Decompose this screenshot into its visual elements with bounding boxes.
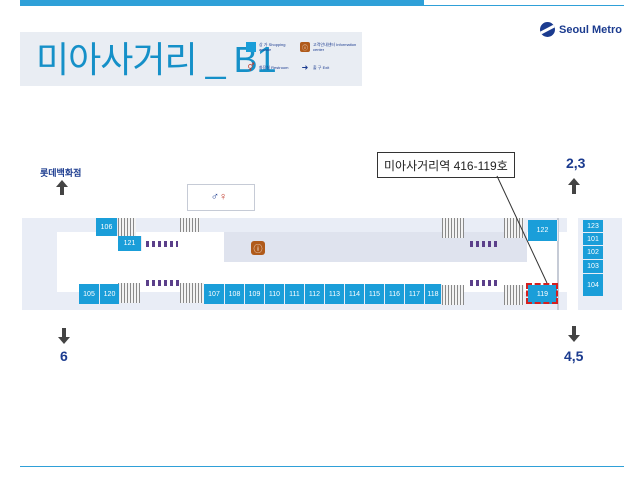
info-center-icon: ⓘ <box>300 42 310 52</box>
exit-up-arrow-icon[interactable] <box>56 180 68 195</box>
legend-label: 상 가 Shopping arcade <box>259 42 286 52</box>
stairway <box>180 283 204 303</box>
highlighted-store-marker <box>526 283 558 304</box>
store-104[interactable]: 104 <box>583 274 603 296</box>
exit-label-4-5: 4,5 <box>564 348 584 364</box>
store-109[interactable]: 109 <box>245 284 265 304</box>
store-113[interactable]: 113 <box>325 284 345 304</box>
header-accent-bar <box>20 0 424 6</box>
stairway <box>442 218 464 238</box>
fare-gates <box>146 241 178 247</box>
map-legend: 상 가 Shopping arcade ⓘ 고객안내센터 Information… <box>246 42 356 82</box>
info-center-icon[interactable]: ⓘ <box>251 241 265 255</box>
store-108[interactable]: 108 <box>225 284 245 304</box>
exit-arrow-icon: ➜ <box>301 62 309 72</box>
legend-item-info: ⓘ 고객안내센터 Information center <box>300 42 359 52</box>
store-101[interactable]: 101 <box>583 233 603 246</box>
store-111[interactable]: 111 <box>285 284 305 304</box>
title-banner <box>20 32 362 86</box>
legend-label: 고객안내센터 Information center <box>313 42 357 52</box>
legend-label: 화장실 Restroom <box>259 64 289 70</box>
store-110[interactable]: 110 <box>265 284 285 304</box>
store-114[interactable]: 114 <box>345 284 365 304</box>
floor-map: 106 121 122 123 101 102 103 104 105 120 … <box>22 140 622 380</box>
fare-gates <box>470 280 500 286</box>
store-107[interactable]: 107 <box>204 284 225 304</box>
restroom-icon: ♂♀ <box>210 191 228 203</box>
store-123[interactable]: 123 <box>583 220 603 233</box>
seoul-metro-logo-icon <box>540 22 555 37</box>
header-rule <box>424 5 624 6</box>
legend-label: 출 구 Exit <box>313 64 330 70</box>
fare-gates <box>470 241 500 247</box>
store-102[interactable]: 102 <box>583 246 603 260</box>
stairway <box>118 218 136 240</box>
store-callout: 미아사거리역 416-119호 <box>377 152 515 178</box>
exit-label-6: 6 <box>60 348 68 364</box>
store-103[interactable]: 103 <box>583 260 603 274</box>
legend-item-exit: ➜ 출 구 Exit <box>300 62 343 72</box>
stairway <box>118 283 140 303</box>
stairway <box>180 218 200 232</box>
shop-swatch <box>246 42 256 52</box>
exit-down-arrow-icon[interactable] <box>568 326 580 342</box>
central-hall <box>224 232 527 262</box>
station-title: 미아사거리 _ B1 <box>36 39 277 80</box>
store-115[interactable]: 115 <box>365 284 385 304</box>
store-105[interactable]: 105 <box>79 284 100 304</box>
store-121[interactable]: 121 <box>118 236 142 251</box>
store-118[interactable]: 118 <box>425 284 442 304</box>
legend-item-restroom: ⚥ 화장실 Restroom <box>246 62 293 72</box>
store-106[interactable]: 106 <box>96 218 118 236</box>
restroom-icon: ⚥ <box>247 62 255 72</box>
exit-up-arrow-icon[interactable] <box>568 178 580 194</box>
store-120[interactable]: 120 <box>100 284 120 304</box>
store-116[interactable]: 116 <box>385 284 405 304</box>
legend-item-shop: 상 가 Shopping arcade <box>246 42 293 52</box>
store-112[interactable]: 112 <box>305 284 325 304</box>
partition-wall <box>557 218 559 310</box>
store-122[interactable]: 122 <box>528 220 558 241</box>
restroom-area <box>187 184 255 211</box>
seoul-metro-logo: Seoul Metro <box>540 22 622 37</box>
fare-gates <box>146 280 180 286</box>
exit-down-arrow-icon[interactable] <box>58 328 70 344</box>
stairway <box>442 285 464 305</box>
stairway <box>504 285 524 305</box>
footer-rule <box>20 466 624 467</box>
exit-label-2-3: 2,3 <box>566 155 586 171</box>
store-117[interactable]: 117 <box>405 284 425 304</box>
logo-text: Seoul Metro <box>559 23 622 36</box>
exit-destination-label: 롯데백화점 <box>40 168 82 178</box>
left-concourse <box>22 218 57 310</box>
